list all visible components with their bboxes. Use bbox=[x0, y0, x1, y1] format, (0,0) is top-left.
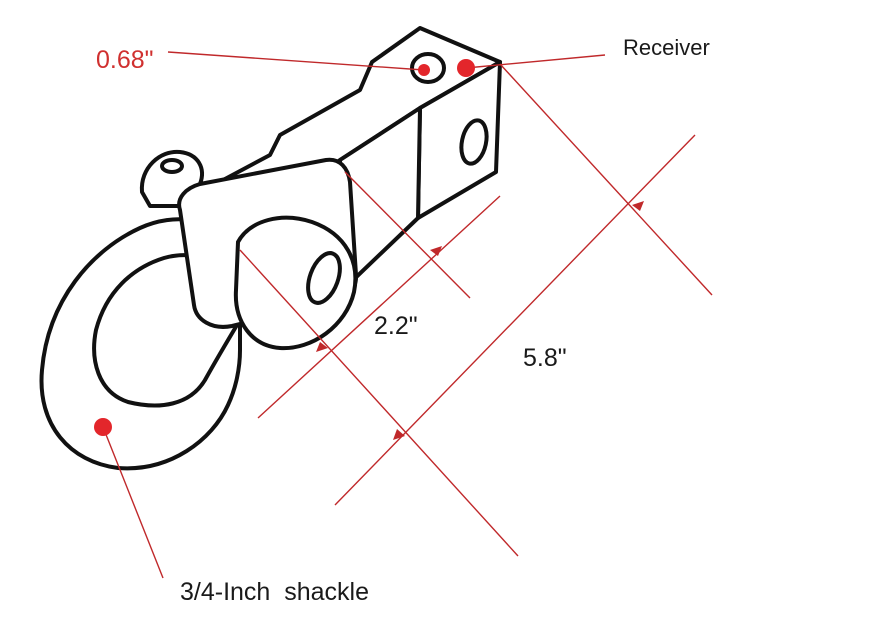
shackle-label: 3/4-Inch shackle bbox=[180, 578, 369, 606]
ear-pin-hole bbox=[306, 251, 342, 305]
hole-diameter-leader bbox=[167, 51, 425, 71]
inner-length-extension-1 bbox=[239, 249, 519, 557]
dimension-lines bbox=[239, 63, 713, 557]
shackle-tab-hole bbox=[160, 158, 184, 174]
shackle-marker bbox=[94, 418, 112, 436]
side-pin-hole bbox=[459, 118, 489, 166]
overall-length-arrow-2 bbox=[632, 201, 644, 211]
overall-length-extension bbox=[499, 63, 713, 296]
top-pin-hole bbox=[410, 52, 446, 84]
inner-length-dimension bbox=[257, 195, 501, 419]
inner-length-arrow-2 bbox=[430, 246, 442, 256]
receiver-leader bbox=[465, 54, 606, 69]
hole-diameter-marker bbox=[418, 64, 430, 76]
callout-leaders bbox=[102, 51, 606, 579]
receiver-marker bbox=[457, 59, 475, 77]
inner-length-arrow-1 bbox=[316, 342, 328, 352]
inner-length-extension-2 bbox=[344, 171, 471, 299]
shackle-leader bbox=[102, 426, 164, 579]
product-drawing bbox=[39, 26, 502, 471]
inner-length-label: 2.2" bbox=[374, 312, 418, 340]
hole-diameter-label: 0.68" bbox=[96, 46, 154, 74]
overall-length-label: 5.8" bbox=[523, 344, 567, 372]
text-labels: 0.68" Receiver 2.2" 5.8" 3/4-Inch shackl… bbox=[96, 35, 710, 606]
overall-length-arrow-1 bbox=[393, 429, 405, 440]
shackle-bow bbox=[39, 217, 242, 471]
receiver-label: Receiver bbox=[623, 35, 710, 60]
overall-length-dimension bbox=[334, 134, 696, 506]
shackle-ear bbox=[233, 215, 358, 351]
markers bbox=[94, 59, 475, 436]
